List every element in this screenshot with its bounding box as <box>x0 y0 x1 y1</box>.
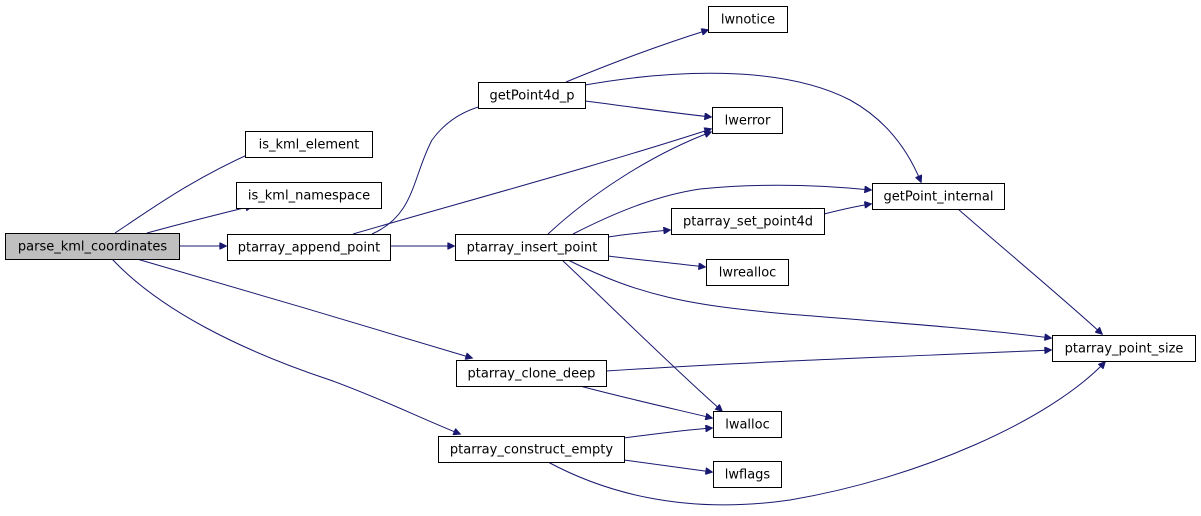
edge-getPoint_internal-to-ptarray_point_size <box>957 208 1102 334</box>
node-lwflags[interactable]: lwflags <box>713 461 782 488</box>
edge-parse_kml_coordinates-to-is_kml_element <box>114 150 258 234</box>
edge-ptarray_construct_empty-to-ptarray_point_size <box>547 362 1105 506</box>
node-label: ptarray_clone_deep <box>468 367 596 382</box>
node-box <box>456 360 607 387</box>
node-label: ptarray_construct_empty <box>450 443 613 458</box>
node-getPoint4d_p[interactable]: getPoint4d_p <box>478 82 586 109</box>
edge-ptarray_insert_point-to-getPoint_internal <box>572 184 871 235</box>
node-lwalloc[interactable]: lwalloc <box>713 411 782 438</box>
node-label: lwerror <box>725 114 771 129</box>
edge-getPoint4d_p-to-lwerror <box>584 100 711 117</box>
node-label: lwalloc <box>725 418 770 433</box>
node-lwrealloc[interactable]: lwrealloc <box>706 259 789 286</box>
edge-parse_kml_coordinates-to-ptarray_construct_empty <box>111 258 460 434</box>
edge-ptarray_append_point-to-lwerror <box>352 129 711 235</box>
node-is_kml_element[interactable]: is_kml_element <box>245 131 373 158</box>
node-box <box>227 234 391 261</box>
node-ptarray_construct_empty[interactable]: ptarray_construct_empty <box>438 436 625 463</box>
node-box <box>438 436 625 463</box>
node-box <box>713 461 782 488</box>
edge-getPoint4d_p-to-lwnotice <box>565 30 708 83</box>
node-box <box>236 182 382 209</box>
node-label: ptarray_set_point4d <box>683 215 813 230</box>
node-box <box>245 131 373 158</box>
node-box <box>478 82 586 109</box>
node-label: getPoint4d_p <box>490 89 575 104</box>
edge-getPoint4d_p-to-getPoint_internal <box>584 72 921 182</box>
edge-ptarray_insert_point-to-lwrealloc <box>607 255 705 267</box>
node-label: getPoint_internal <box>883 190 993 205</box>
edge-ptarray_set_point4d-to-getPoint_internal <box>823 204 871 215</box>
node-parse_kml_coordinates[interactable]: parse_kml_coordinates <box>5 233 180 260</box>
node-box <box>708 6 788 33</box>
node-box <box>5 233 180 260</box>
node-getPoint_internal[interactable]: getPoint_internal <box>872 183 1005 210</box>
edge-parse_kml_coordinates-to-ptarray_clone_deep <box>136 258 472 358</box>
node-box <box>713 411 782 438</box>
node-ptarray_clone_deep[interactable]: ptarray_clone_deep <box>456 360 607 387</box>
node-label: lwnotice <box>721 13 775 28</box>
edge-ptarray_insert_point-to-lwerror <box>547 132 711 235</box>
node-label: ptarray_append_point <box>238 241 381 256</box>
node-lwnotice[interactable]: lwnotice <box>708 6 788 33</box>
node-label: lwflags <box>725 468 771 483</box>
edge-parse_kml_coordinates-to-is_kml_namespace <box>146 206 252 234</box>
node-label: parse_kml_coordinates <box>18 240 167 255</box>
edge-ptarray_insert_point-to-ptarray_point_size <box>567 259 1051 338</box>
node-label: is_kml_element <box>259 138 360 153</box>
node-label: ptarray_point_size <box>1065 342 1184 357</box>
node-label: lwrealloc <box>719 266 777 281</box>
nodes-layer: parse_kml_coordinates is_kml_element is_km… <box>5 6 1196 488</box>
node-box <box>1052 335 1196 362</box>
node-ptarray_set_point4d[interactable]: ptarray_set_point4d <box>671 208 825 235</box>
edge-ptarray_insert_point-to-lwalloc <box>561 259 722 411</box>
node-ptarray_append_point[interactable]: ptarray_append_point <box>227 234 391 261</box>
edge-ptarray_clone_deep-to-ptarray_point_size <box>605 350 1051 372</box>
edge-ptarray_clone_deep-to-lwalloc <box>579 385 712 418</box>
node-lwerror[interactable]: lwerror <box>712 107 783 134</box>
node-box <box>455 234 609 261</box>
node-box <box>872 183 1005 210</box>
node-ptarray_insert_point[interactable]: ptarray_insert_point <box>455 234 609 261</box>
node-box <box>671 208 825 235</box>
edge-ptarray_append_point-to-getPoint4d_p <box>371 104 490 235</box>
edges-layer <box>111 30 1105 506</box>
node-ptarray_point_size[interactable]: ptarray_point_size <box>1052 335 1196 362</box>
edge-ptarray_construct_empty-to-lwflags <box>623 459 712 472</box>
node-label: is_kml_namespace <box>248 189 370 204</box>
node-is_kml_namespace[interactable]: is_kml_namespace <box>236 182 382 209</box>
node-label: ptarray_insert_point <box>467 241 598 256</box>
edge-ptarray_insert_point-to-ptarray_set_point4d <box>607 230 670 238</box>
node-box <box>712 107 783 134</box>
node-box <box>706 259 789 286</box>
edge-ptarray_construct_empty-to-lwalloc <box>623 428 712 439</box>
